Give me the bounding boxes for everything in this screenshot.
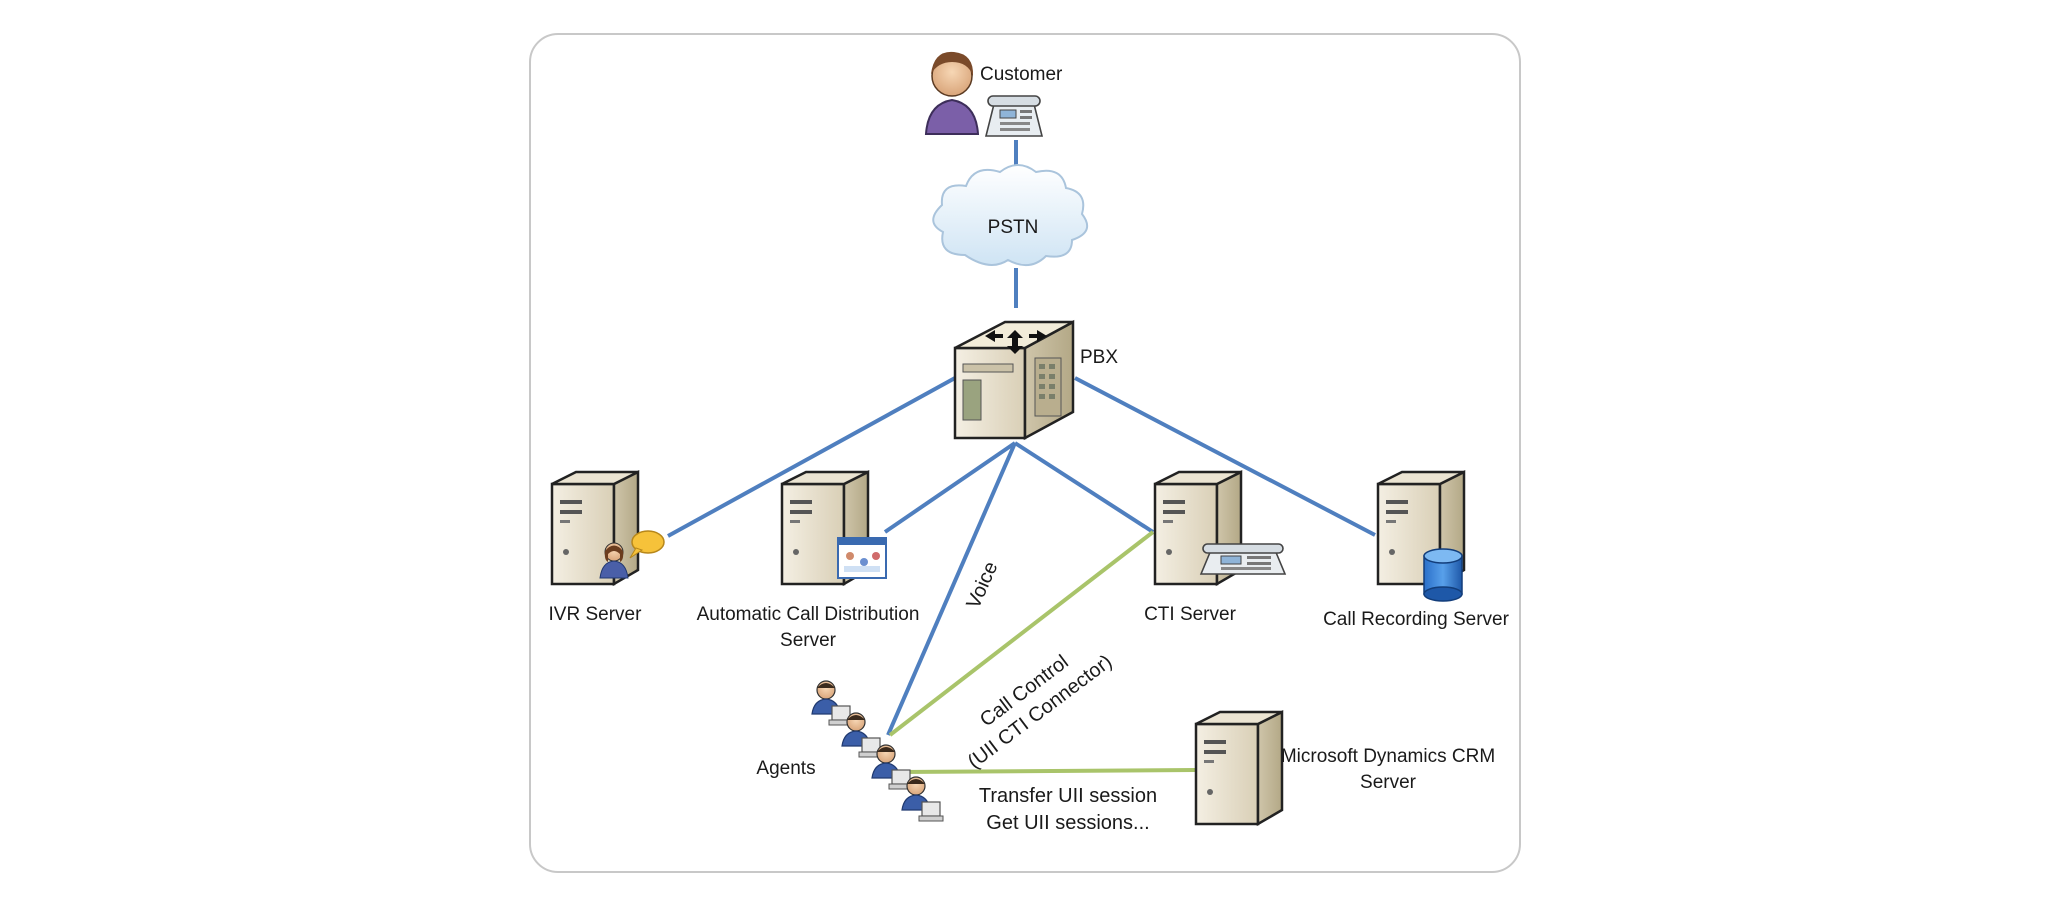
cloud-icon	[932, 164, 1089, 267]
server-with-window-icon	[780, 470, 887, 586]
pstn-node: PSTN	[932, 164, 1089, 267]
link-pbx-acd	[883, 441, 1017, 534]
acd-node: Automatic Call Distribution Server	[697, 470, 920, 651]
cti-label: CTI Server	[1144, 604, 1237, 625]
ivr-node: IVR Server	[549, 470, 665, 625]
pbx-switch-icon	[953, 319, 1075, 441]
link-pbx-agents-voice	[886, 442, 1017, 736]
link-pbx-ivr	[667, 376, 956, 538]
pstn-label: PSTN	[988, 217, 1039, 238]
link-pbx-recording	[1074, 376, 1376, 537]
recording-node: Call Recording Server	[1323, 470, 1510, 630]
crm-label-line2: Server	[1360, 772, 1417, 793]
transfer-label-line2: Get UII sessions...	[986, 812, 1149, 834]
server-with-phone-icon	[1153, 470, 1287, 586]
acd-label-line2: Server	[780, 630, 837, 651]
link-pbx-cti	[1013, 441, 1155, 534]
customer-node: Customer	[924, 51, 1063, 137]
server-with-agent-icon	[550, 470, 665, 586]
acd-label-line1: Automatic Call Distribution	[697, 604, 920, 625]
customer-label: Customer	[980, 64, 1063, 85]
transfer-label-line1: Transfer UII session	[979, 785, 1157, 807]
crm-node: Microsoft Dynamics CRM Server	[1194, 710, 1495, 826]
crm-label-line1: Microsoft Dynamics CRM	[1281, 746, 1495, 767]
data-links	[888, 530, 1196, 774]
pbx-label: PBX	[1080, 347, 1118, 368]
link-agents-crm	[899, 768, 1196, 774]
pbx-node: PBX	[953, 319, 1118, 441]
voice-links	[667, 140, 1376, 736]
recording-label: Call Recording Server	[1323, 609, 1510, 630]
agents-label: Agents	[756, 758, 815, 779]
diagram-frame	[529, 33, 1521, 873]
server-with-database-icon	[1376, 470, 1466, 602]
agents-node: Agents	[756, 680, 944, 822]
ivr-label: IVR Server	[549, 604, 643, 625]
person-with-phone-icon	[924, 51, 1044, 137]
link-cti-agents	[888, 530, 1155, 737]
transfer-label: Transfer UII session Get UII sessions...	[979, 785, 1157, 834]
cti-node: CTI Server	[1144, 470, 1287, 625]
server-icon	[1194, 710, 1284, 826]
